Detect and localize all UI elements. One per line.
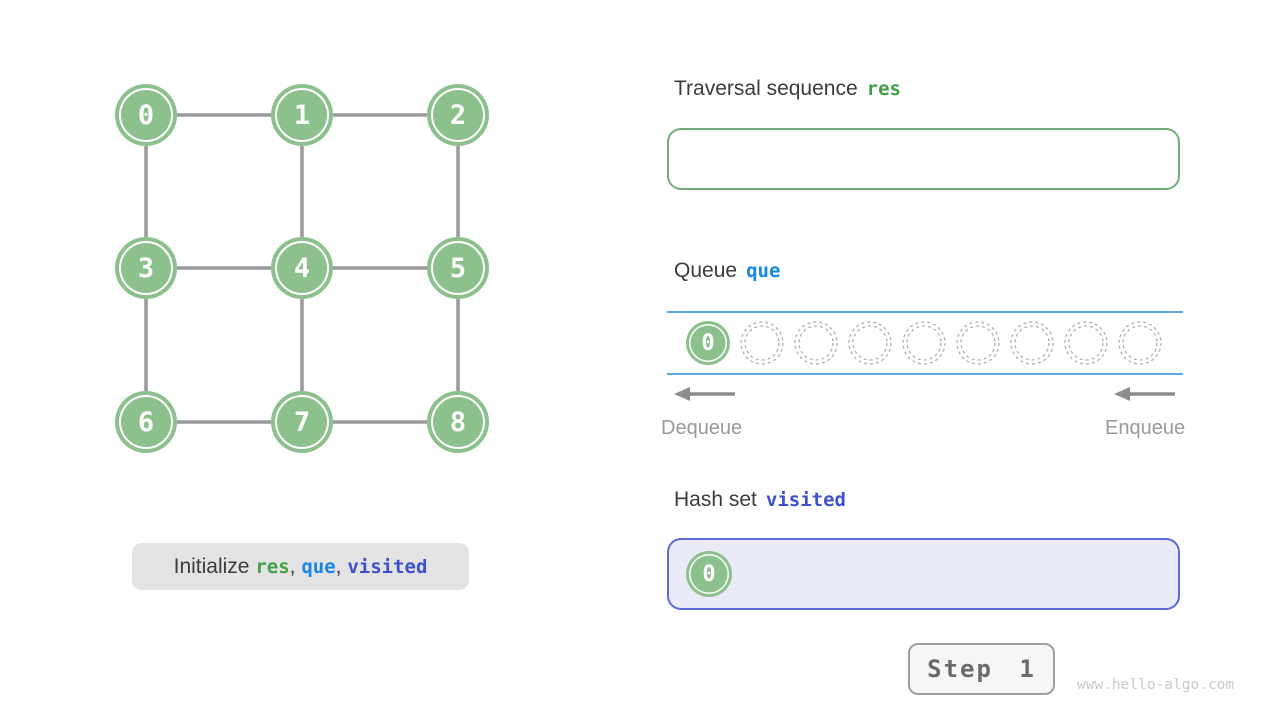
graph-node-8: 8 xyxy=(427,391,489,453)
queue-empty-slot xyxy=(1118,321,1162,365)
caption-segment: res xyxy=(255,555,290,578)
queue-empty-slot xyxy=(740,321,784,365)
traversal-sequence-box xyxy=(667,128,1180,190)
queue-empty-slot xyxy=(794,321,838,365)
graph-node-2: 2 xyxy=(427,84,489,146)
queue-item: 0 xyxy=(686,321,730,365)
dequeue-arrow-icon xyxy=(674,387,735,401)
graph-node-7: 7 xyxy=(271,391,333,453)
queue-empty-slot xyxy=(1010,321,1054,365)
graph-node-6: 6 xyxy=(115,391,177,453)
queue-box: 0 xyxy=(667,311,1183,375)
status-caption: Initialize res, que, visited xyxy=(132,543,469,590)
enqueue-arrow-icon xyxy=(1114,387,1175,401)
hash-set-box: 0 xyxy=(667,538,1180,610)
queue-title-label: Queue xyxy=(674,259,738,282)
hash-set-var-name: visited xyxy=(765,489,846,511)
graph-node-0: 0 xyxy=(115,84,177,146)
traversal-var-name: res xyxy=(866,78,901,100)
hash-set-section-title: Hash set visited xyxy=(674,488,846,512)
caption-segment: , xyxy=(335,554,348,578)
hash-set-item: 0 xyxy=(686,551,732,597)
caption-segment: que xyxy=(301,555,336,578)
traversal-title-label: Traversal sequence xyxy=(674,77,858,100)
step-button[interactable]: Step 1 xyxy=(908,643,1055,695)
graph-node-4: 4 xyxy=(271,237,333,299)
queue-empty-slot xyxy=(848,321,892,365)
watermark: www.hello-algo.com xyxy=(1077,677,1235,693)
caption-segment: visited xyxy=(347,555,428,578)
queue-var-name: que xyxy=(746,260,781,282)
queue-empty-slot xyxy=(902,321,946,365)
graph-node-1: 1 xyxy=(271,84,333,146)
traversal-section-title: Traversal sequence res xyxy=(674,77,901,101)
caption-segment: , xyxy=(289,554,302,578)
caption-segment: Initialize xyxy=(173,554,256,578)
queue-empty-slot xyxy=(1064,321,1108,365)
hash-set-title-label: Hash set xyxy=(674,488,757,511)
enqueue-label: Enqueue xyxy=(1105,417,1186,439)
graph-node-3: 3 xyxy=(115,237,177,299)
graph-node-5: 5 xyxy=(427,237,489,299)
dequeue-label: Dequeue xyxy=(661,417,743,439)
queue-empty-slot xyxy=(956,321,1000,365)
queue-section-title: Queue que xyxy=(674,259,780,283)
